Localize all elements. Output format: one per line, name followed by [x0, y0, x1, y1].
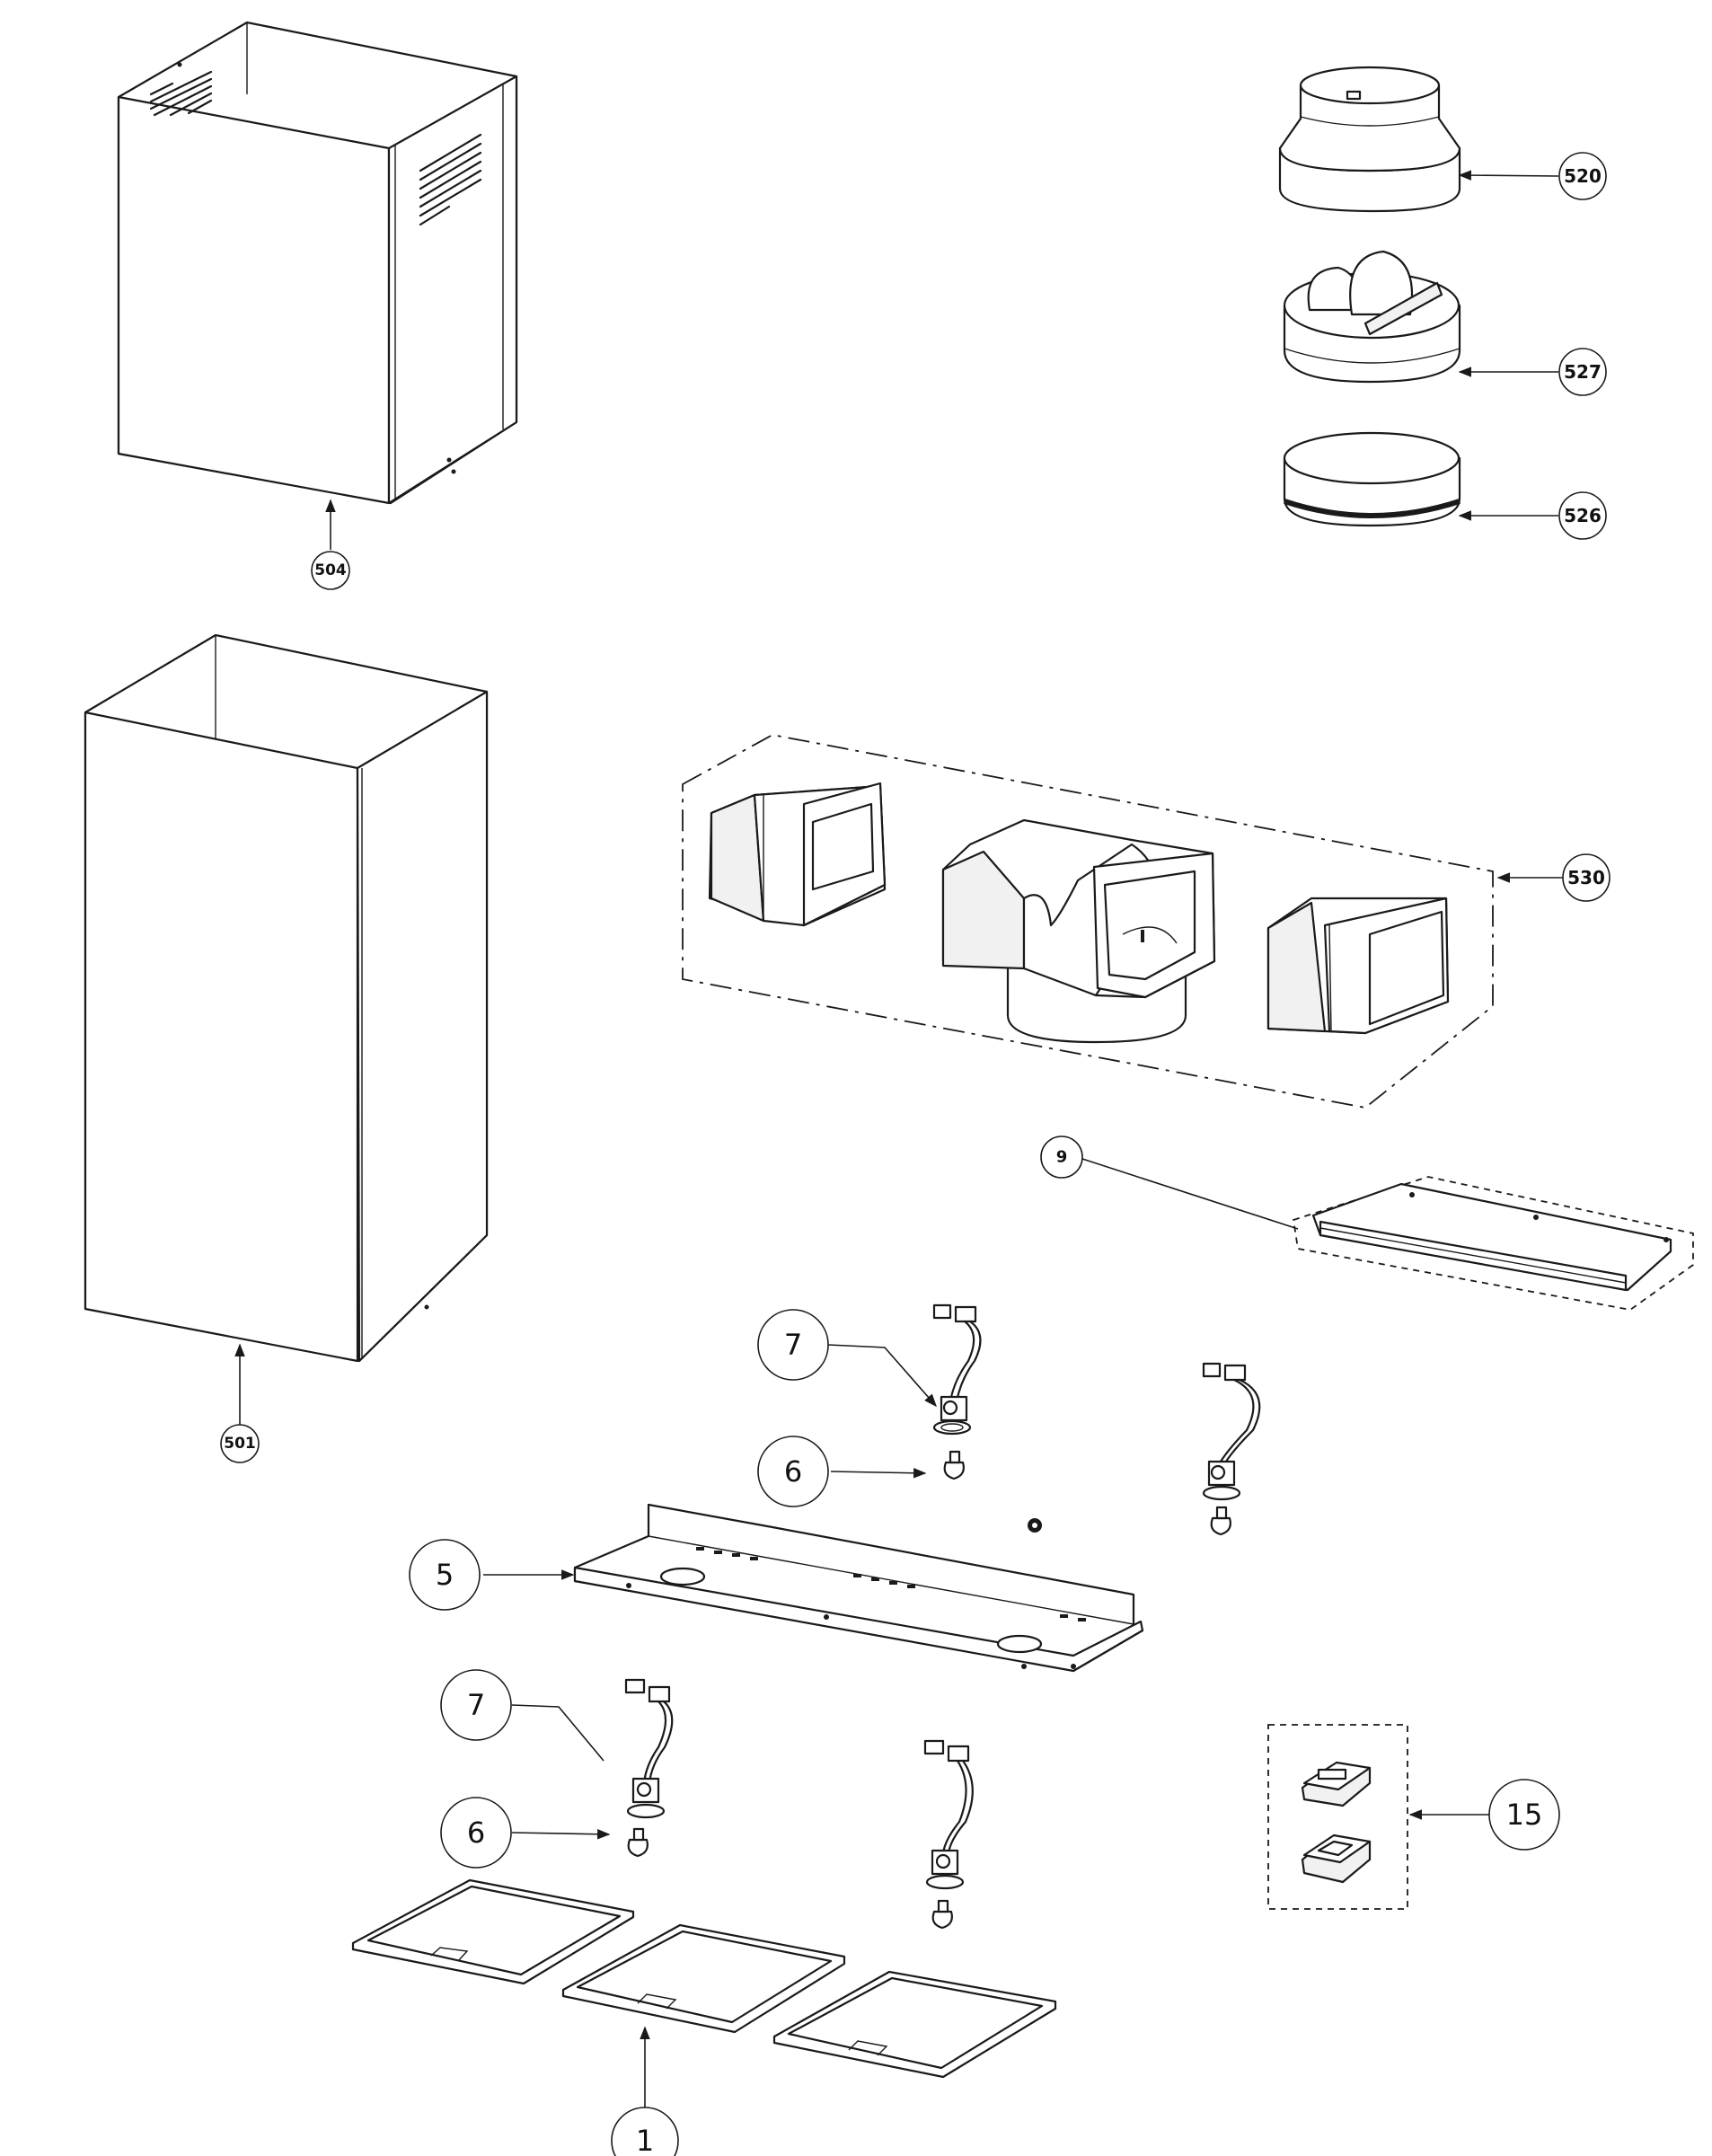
callout-530: 530: [1562, 853, 1611, 902]
plate-slots: [696, 1547, 1086, 1621]
mounting-bracket: [1292, 1176, 1694, 1311]
lamp-support-plate: [573, 1503, 1144, 1673]
callout-504: 504: [311, 551, 350, 590]
callout-5: 5: [409, 1539, 481, 1611]
screw-center: [1032, 1523, 1037, 1528]
svg-text:526: 526: [1564, 505, 1602, 526]
svg-text:1: 1: [636, 2124, 654, 2156]
callout-7-upper: 7: [757, 1309, 829, 1381]
vent-slots-left: [149, 70, 213, 117]
callout-1: 1: [611, 2107, 679, 2156]
callout-7-lower: 7: [440, 1669, 512, 1741]
ring-collar: [1283, 431, 1461, 527]
lamp-bulb-d: [931, 1899, 953, 1930]
callout-527: 527: [1558, 348, 1607, 396]
svg-text:7: 7: [467, 1688, 485, 1722]
svg-text:6: 6: [467, 1816, 485, 1850]
rect-duct-right: [1266, 897, 1450, 1035]
lamp-holder-d: [923, 1739, 974, 1890]
transition-duct-center: [941, 818, 1216, 1044]
lamp-holder-b: [1202, 1362, 1261, 1501]
callout-9: 9: [1040, 1135, 1083, 1179]
clip-top: [1301, 1761, 1372, 1807]
callout-520: 520: [1558, 152, 1607, 200]
backdraft-damper: [1283, 250, 1461, 384]
callout-526: 526: [1558, 491, 1607, 540]
grease-filter-left: [351, 1878, 635, 1985]
svg-text:520: 520: [1564, 165, 1602, 187]
vent-slots-right: [419, 133, 482, 226]
svg-text:15: 15: [1506, 1798, 1543, 1832]
svg-text:530: 530: [1567, 867, 1605, 888]
grease-filter-center: [561, 1923, 846, 2034]
svg-text:527: 527: [1564, 361, 1602, 383]
clip-bottom: [1301, 1833, 1372, 1884]
callout-6-lower: 6: [440, 1797, 512, 1869]
lamp-bulb-b: [1210, 1506, 1231, 1536]
svg-text:504: 504: [314, 561, 347, 579]
lower-chimney-cover: [84, 633, 489, 1363]
grease-filter-right: [772, 1970, 1057, 2079]
svg-text:7: 7: [784, 1328, 802, 1362]
clip-set: [1267, 1724, 1408, 1910]
lamp-holder-c: [624, 1678, 674, 1819]
lamp-holder-a: [932, 1303, 982, 1436]
lamp-bulb-a: [943, 1450, 965, 1480]
svg-text:9: 9: [1056, 1148, 1068, 1167]
lamp-bulb-c: [627, 1827, 649, 1858]
callout-15: 15: [1488, 1779, 1560, 1851]
svg-text:5: 5: [436, 1558, 454, 1592]
upper-chimney-cover: [117, 21, 518, 505]
callout-6-upper: 6: [757, 1436, 829, 1507]
duct-reducer: [1278, 66, 1461, 213]
svg-text:6: 6: [784, 1454, 802, 1489]
leader-lines: [234, 170, 1563, 2109]
rect-duct-left: [708, 782, 887, 927]
duct-kit: [682, 734, 1494, 1109]
callout-501: 501: [220, 1424, 260, 1463]
svg-text:501: 501: [224, 1435, 256, 1453]
